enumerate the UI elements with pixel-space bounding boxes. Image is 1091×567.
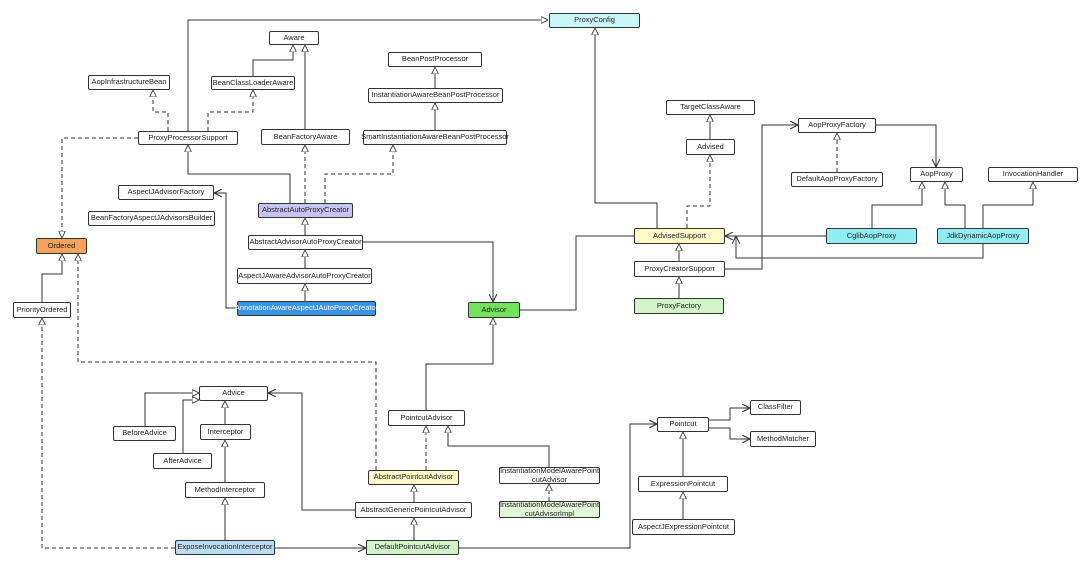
node-instantiationmodelawarepointcutadvisor[interactable]: InstantiationModelAwarePoint cutAdvisor [499, 465, 600, 484]
node-priorityordered[interactable]: PriorityOrdered [13, 302, 71, 318]
edge-advisedsupport-proxyconfig [595, 28, 658, 228]
node-instantiationmodelawarepointcutadvisorimpl[interactable]: InstantiationModelAwarePoint cutAdvisorI… [499, 499, 600, 518]
edge-jdk-advisedsupport [736, 236, 984, 259]
node-beanfactoryaspectjadvisorsbuilder[interactable]: BeanFactoryAspectJAdvisorsBuilder [88, 211, 215, 226]
node-abstractautoproxycreator[interactable]: AbstractAutoProxyCreator [258, 203, 353, 218]
node-advisor[interactable]: Advisor [468, 302, 520, 318]
node-aopproxy[interactable]: AopProxy [910, 167, 963, 182]
node-jdkdynamicaopproxy[interactable]: JdkDynamicAopProxy [937, 228, 1029, 244]
edge-abstractgeneric-advice [268, 393, 355, 511]
edge-priorityordered-ordered [41, 254, 62, 302]
edge-abstractadvisor-advisor [363, 241, 493, 302]
node-beanpostprocessor[interactable]: BeanPostProcessor [388, 52, 482, 67]
edge-annotationaware-aspectjadvisorfactory [214, 193, 237, 309]
node-defaultaopproxyfactory[interactable]: DefaultAopProxyFactory [791, 172, 883, 187]
edge-afteradvice-advice [182, 400, 199, 453]
node-ordered[interactable]: Ordered [36, 238, 87, 254]
edge-beforeadvice-advice [144, 393, 199, 426]
edge-advisedsupport-advisor [520, 236, 634, 311]
edge-advisedsupport-advised [686, 155, 710, 228]
node-aopproxyfactory[interactable]: AopProxyFactory [798, 118, 876, 133]
node-beanfactoryaware[interactable]: BeanFactoryAware [261, 129, 350, 145]
edge-cglib-aopproxy [871, 182, 922, 228]
node-methodmatcher[interactable]: MethodMatcher [750, 431, 816, 447]
node-invocationhandler[interactable]: InvocationHandler [988, 167, 1078, 182]
node-classfilter[interactable]: ClassFilter [750, 400, 801, 415]
edge-abstractautoproxycreator-smart [324, 145, 393, 203]
edge-proxycreatorsupport-aopproxyfactory [725, 125, 798, 270]
node-advice[interactable]: Advice [199, 386, 268, 401]
node-aspectjexpressionpointcut[interactable]: AspectJExpressionPointcut [632, 519, 735, 535]
node-proxycreatorsupport[interactable]: ProxyCreatorSupport [634, 261, 725, 277]
node-exposeinvocationinterceptor[interactable]: ExposeInvocationInterceptor [175, 540, 275, 555]
node-expressionpointcut[interactable]: ExpressionPointcut [638, 476, 728, 492]
edge-pointcut-classfilter [709, 408, 750, 421]
node-targetclassaware[interactable]: TargetClassAware [666, 100, 755, 115]
node-pointcutadvisor[interactable]: PointcutAdvisor [388, 410, 465, 426]
edge-pointcutadvisor-advisor [425, 318, 493, 410]
edge-pointcut-methodmatcher [709, 427, 750, 439]
edge-defaultpointcut-pointcut [459, 424, 657, 549]
node-proxyconfig[interactable]: ProxyConfig [549, 13, 640, 28]
edge-proxyprocessorsupport-beanclassloaderaware [207, 90, 253, 131]
edge-proxyprocessorsupport-proxyconfig [187, 20, 548, 131]
node-aspectjadvisorfactory[interactable]: AspectJAdvisorFactory [118, 185, 214, 200]
node-abstractpointcutadvisor[interactable]: AbstractPointcutAdvisor [368, 470, 459, 485]
edge-exposeinvocation-priorityordered [42, 318, 175, 549]
node-instantiationawarebeanpostprocessor[interactable]: InstantiationAwareBeanPostProcessor [368, 88, 503, 103]
node-afteradvice[interactable]: AfterAdvice [153, 453, 212, 469]
edge-instantiationmodelaware-pointcutadvisor [448, 426, 550, 467]
edge-beanclassloaderaware-aware [252, 45, 293, 76]
edge-jdk-invocationhandler [982, 182, 1033, 228]
node-defaultpointcutadvisor[interactable]: DefaultPointcutAdvisor [366, 540, 459, 555]
node-smartinstantiationawarebeanpostprocessor[interactable]: SmartInstantiationAwareBeanPostProcessor [361, 130, 509, 145]
edge-proxyprocessorsupport-ordered [62, 137, 138, 238]
node-pointcut[interactable]: Pointcut [657, 417, 709, 432]
node-aware[interactable]: Aware [269, 31, 319, 45]
node-cglibaopproxy[interactable]: CglibAopProxy [826, 228, 917, 244]
node-interceptor[interactable]: Interceptor [200, 424, 251, 440]
node-abstractgenericpointcutadvisor[interactable]: AbstractGenericPointcutAdvisor [355, 502, 472, 518]
node-annotationawareaspectjautoproxycreator[interactable]: AnnotationAwareAspectJAutoProxyCreator [235, 301, 378, 316]
node-proxyfactory[interactable]: ProxyFactory [634, 298, 724, 314]
node-aspectjawareadvisorautoproxycreator[interactable]: AspectJAwareAdvisorAutoProxyCreator [237, 268, 372, 284]
node-beforeadvice[interactable]: BeforeAdvice [113, 426, 176, 441]
edge-jdk-aopproxy [945, 182, 966, 228]
edge-proxyprocessorsupport-aopinfrastructurebean [153, 90, 169, 131]
node-advisedsupport[interactable]: AdvisedSupport [634, 228, 725, 244]
node-abstractadvisorautoproxycreator[interactable]: AbstractAdvisorAutoProxyCreator [248, 235, 363, 250]
node-advised[interactable]: Advised [686, 139, 735, 155]
edge-abstractautoproxycreator-proxyprocessorsupport [188, 145, 291, 203]
node-aopinfrastructurebean[interactable]: AopInfrastructureBean [88, 75, 170, 90]
node-methodinterceptor[interactable]: MethodInterceptor [185, 482, 265, 498]
node-proxyprocessorsupport[interactable]: ProxyProcessorSupport [138, 131, 238, 145]
node-beanclassloaderaware[interactable]: BeanClassLoaderAware [211, 76, 295, 90]
edge-aopproxyfactory-aopproxy [876, 124, 936, 167]
